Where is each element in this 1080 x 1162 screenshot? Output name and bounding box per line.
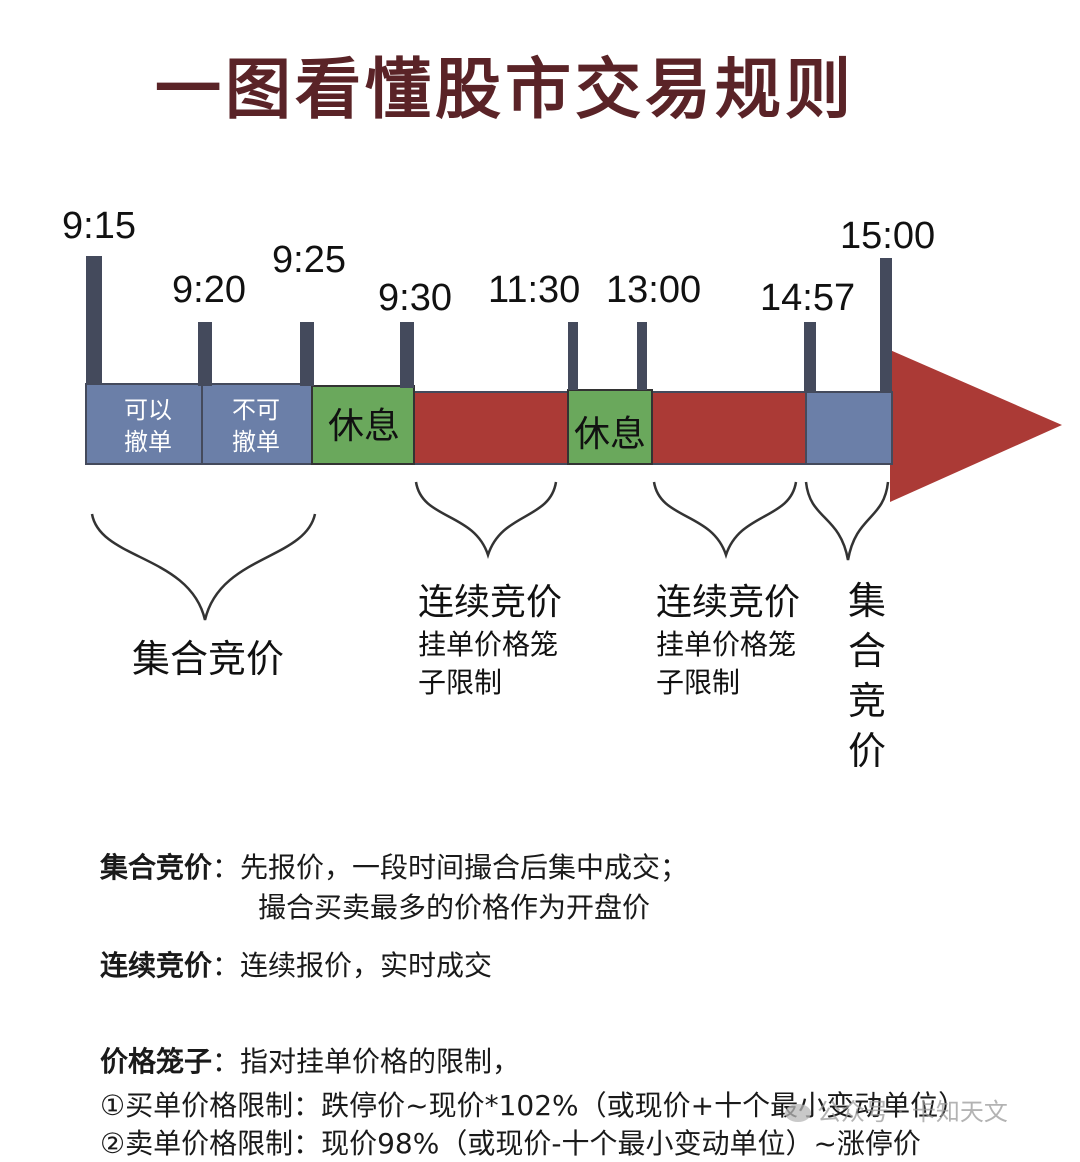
time-label: 9:15	[62, 205, 136, 247]
brace-closing-auction	[804, 481, 890, 561]
segment-continuous-morning	[411, 391, 573, 465]
brace-continuous-afternoon	[652, 481, 798, 560]
segment-break-morning	[311, 385, 415, 465]
note-key: 连续竞价	[100, 949, 213, 982]
time-label: 14:57	[760, 277, 855, 319]
note-continuous-auction: 连续竞价：连续报价，实时成交	[100, 944, 492, 984]
note-call-auction: 集合竞价：先报价，一段时间撮合后集中成交；	[100, 846, 688, 886]
group-title: 集合竞价	[132, 637, 284, 681]
time-label: 9:30	[378, 277, 452, 319]
note-text: ：指对挂单价格的限制，	[212, 1045, 521, 1078]
note-key: 价格笼子	[100, 1045, 213, 1078]
group-subtitle: 挂单价格笼	[418, 628, 558, 661]
block-label: 撤单	[124, 428, 172, 456]
block-label: 撤单	[232, 428, 280, 456]
block-label-break: 休息	[574, 414, 646, 455]
time-label: 13:00	[606, 269, 701, 311]
note-buy-limit: ①买单价格限制：跌停价~现价*102%（或现价+十个最小变动单位）	[100, 1084, 966, 1124]
note-text: 撮合买卖最多的价格作为开盘价	[258, 891, 651, 924]
tick-13-00	[637, 322, 647, 390]
timeline-arrow-head	[890, 350, 1062, 502]
group-vertical-char: 竞	[848, 679, 886, 723]
time-label: 9:25	[272, 239, 346, 281]
group-title: 连续竞价	[418, 582, 562, 623]
brace-call-auction	[90, 513, 317, 621]
segment-continuous-afternoon	[649, 391, 811, 465]
tick-9-25	[300, 322, 314, 386]
block-label: 不可	[232, 396, 280, 424]
group-subtitle: 挂单价格笼	[656, 628, 796, 661]
note-text: ：连续报价，实时成交	[212, 949, 493, 982]
segment-break-noon	[567, 389, 653, 465]
group-vertical-char: 价	[848, 729, 886, 773]
note-price-cage: 价格笼子：指对挂单价格的限制，	[100, 1040, 520, 1080]
brace-continuous-morning	[414, 481, 558, 560]
tick-9-20	[198, 322, 212, 386]
time-label: 15:00	[840, 215, 935, 257]
segment-cancel-forbidden	[201, 383, 313, 465]
tick-9-15	[86, 256, 102, 384]
tick-15-00	[880, 258, 892, 392]
watermark-text: 公众号 · 卡知天文	[817, 1098, 1008, 1126]
segment-cancel-allowed	[85, 383, 205, 465]
group-vertical-char: 合	[848, 629, 886, 673]
block-label: 可以	[124, 396, 172, 424]
tick-9-30	[400, 322, 414, 388]
tick-14-57	[804, 322, 816, 392]
group-subtitle: 子限制	[656, 666, 740, 699]
group-subtitle: 子限制	[418, 666, 502, 699]
wechat-icon	[785, 1104, 811, 1122]
note-key: 集合竞价	[100, 851, 213, 884]
page-title: 一图看懂股市交易规则	[155, 51, 855, 128]
segment-closing-auction	[805, 391, 893, 465]
watermark: 公众号 · 卡知天文	[785, 1092, 1008, 1127]
note-call-auction-cont: 撮合买卖最多的价格作为开盘价	[258, 886, 650, 926]
time-label: 9:20	[172, 269, 246, 311]
note-text: ①买单价格限制：跌停价~现价*102%（或现价+十个最小变动单位）	[100, 1089, 967, 1122]
note-text: ②卖单价格限制：现价98%（或现价-十个最小变动单位）~涨停价	[100, 1127, 921, 1160]
block-label-break: 休息	[328, 406, 400, 447]
note-text: ：先报价，一段时间撮合后集中成交；	[212, 851, 689, 884]
time-label: 11:30	[488, 269, 580, 311]
group-title: 连续竞价	[656, 582, 800, 623]
group-vertical-char: 集	[848, 579, 886, 623]
tick-11-30	[568, 322, 578, 390]
note-sell-limit: ②卖单价格限制：现价98%（或现价-十个最小变动单位）~涨停价	[100, 1122, 921, 1162]
